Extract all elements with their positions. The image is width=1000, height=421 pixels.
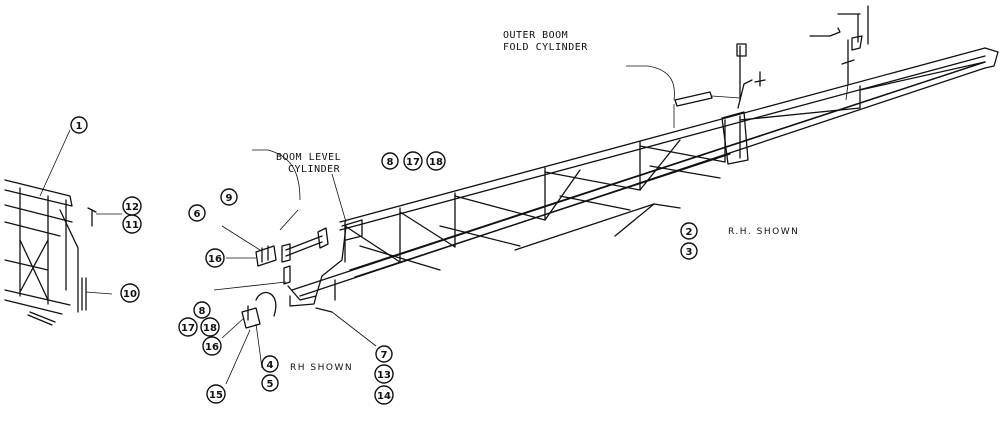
callout-6: 6 [188, 204, 206, 222]
loose-parts [213, 65, 681, 385]
svg-text:6: 6 [194, 209, 201, 220]
callout-18a: 18 [426, 151, 446, 171]
callout-4: 4 [261, 355, 279, 373]
boom-truss [287, 5, 999, 307]
svg-text:15: 15 [209, 390, 223, 401]
rh-shown-main-label: R.H. SHOWN [728, 227, 799, 237]
callout-8b: 8 [193, 301, 211, 319]
callout-13: 13 [374, 364, 394, 384]
callout-1: 1 [70, 116, 88, 134]
callout-10: 10 [120, 283, 140, 303]
callout-18b: 18 [200, 317, 220, 337]
svg-text:16: 16 [205, 342, 219, 353]
svg-text:7: 7 [381, 350, 388, 361]
svg-text:16: 16 [208, 254, 222, 265]
svg-text:4: 4 [267, 360, 274, 371]
callout-14: 14 [374, 385, 394, 405]
svg-text:3: 3 [686, 247, 693, 258]
center-frame [4, 129, 122, 326]
callout-3: 3 [680, 242, 698, 260]
svg-text:14: 14 [377, 391, 391, 402]
outer-boom-label-line2: FOLD CYLINDER [503, 42, 588, 53]
callout-8a: 8 [381, 152, 399, 170]
rh-shown-small-label: RH SHOWN [290, 363, 353, 373]
svg-text:8: 8 [387, 157, 394, 168]
callout-17b: 17 [178, 317, 198, 337]
callout-7: 7 [375, 345, 393, 363]
boom-level-label-line1: BOOM LEVEL [276, 152, 341, 163]
svg-text:1: 1 [76, 121, 83, 132]
callout-16a: 16 [205, 248, 225, 268]
svg-text:9: 9 [226, 193, 233, 204]
svg-text:8: 8 [199, 306, 206, 317]
outer-boom-label-line1: OUTER BOOM [503, 30, 568, 41]
callout-11: 11 [122, 214, 142, 234]
callout-16b: 16 [202, 336, 222, 356]
callout-12: 12 [122, 196, 142, 216]
svg-text:18: 18 [203, 323, 217, 334]
svg-text:10: 10 [123, 289, 137, 300]
svg-text:11: 11 [125, 220, 139, 231]
callout-5: 5 [261, 374, 279, 392]
callout-17a: 17 [403, 151, 423, 171]
svg-text:5: 5 [267, 379, 274, 390]
svg-text:17: 17 [406, 157, 420, 168]
svg-text:17: 17 [181, 323, 195, 334]
callout-15: 15 [206, 384, 226, 404]
svg-text:12: 12 [125, 202, 139, 213]
svg-text:2: 2 [686, 227, 693, 238]
svg-text:18: 18 [429, 157, 443, 168]
callout-2: 2 [680, 222, 698, 240]
callout-9: 9 [220, 188, 238, 206]
boom-level-label-line2: CYLINDER [288, 164, 341, 175]
svg-text:13: 13 [377, 370, 391, 381]
